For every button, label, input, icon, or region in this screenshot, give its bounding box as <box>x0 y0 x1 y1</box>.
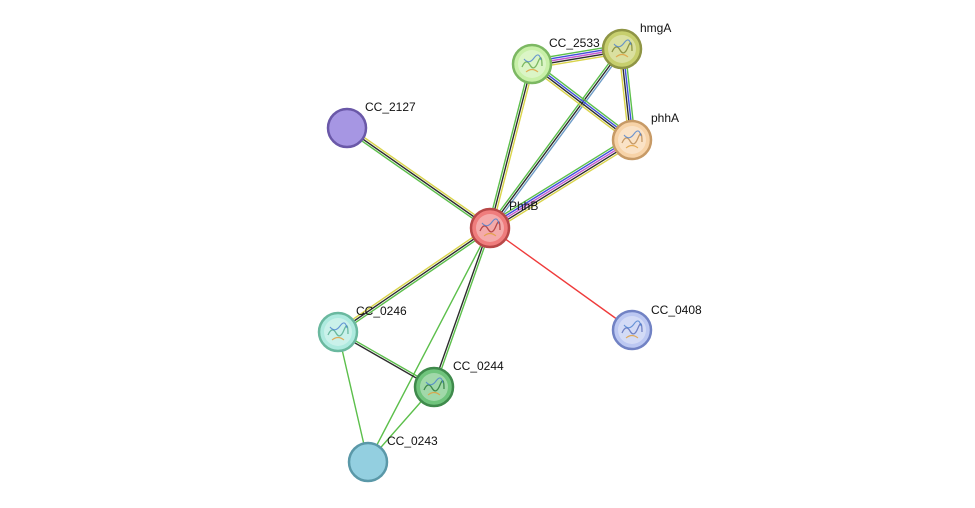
protein-structure-icon <box>611 39 633 58</box>
edge-strand <box>489 48 623 229</box>
node-circle <box>469 207 511 249</box>
edge-strand <box>489 63 533 229</box>
edge-strand <box>337 331 369 463</box>
edge-strand <box>490 49 625 230</box>
node-label-cc_0408: CC_0408 <box>651 303 702 317</box>
node-circle <box>347 441 389 483</box>
node-label-phha: phhA <box>651 111 679 125</box>
protein-structure-icon <box>327 322 349 341</box>
edge-PhhB-phhA[interactable] <box>487 135 635 233</box>
edge-strand <box>529 65 631 144</box>
edge-PhhB-CC_0243[interactable] <box>367 227 491 463</box>
edge-PhhB-CC_0244[interactable] <box>432 226 492 389</box>
structure-backdrop <box>324 318 352 346</box>
edge-strand <box>367 227 491 463</box>
edge-strand <box>347 125 492 227</box>
node-cc_0243[interactable] <box>347 441 389 483</box>
node-label-cc_0244: CC_0244 <box>453 359 504 373</box>
node-cc_2127[interactable] <box>326 107 368 149</box>
node-circle <box>317 311 359 353</box>
node-circle <box>601 28 643 70</box>
structure-backdrop <box>518 50 546 78</box>
edge-strand <box>531 62 634 140</box>
node-circle <box>326 107 368 149</box>
edge-strand <box>491 63 535 230</box>
node-circle <box>611 309 653 351</box>
node-circle <box>511 43 553 85</box>
nodes-layer <box>317 28 653 483</box>
structure-backdrop <box>618 126 646 154</box>
node-label-cc_2127: CC_2127 <box>365 100 416 114</box>
node-cc_0408[interactable] <box>611 309 653 351</box>
structure-backdrop <box>618 316 646 344</box>
protein-structure-icon <box>521 54 543 73</box>
node-cc_0244[interactable] <box>413 366 455 408</box>
edge-strand <box>530 64 633 142</box>
protein-structure-icon <box>479 218 501 237</box>
node-circle <box>413 366 455 408</box>
edge-strand <box>489 227 633 331</box>
edge-strand <box>432 226 490 388</box>
protein-structure-icon <box>621 130 643 149</box>
edge-strand <box>490 141 634 231</box>
edge-strand <box>489 139 633 229</box>
protein-structure-icon <box>621 320 643 339</box>
node-label-cc_0246: CC_0246 <box>356 304 407 318</box>
edge-strand <box>487 62 531 229</box>
node-label-hmga: hmgA <box>640 21 671 35</box>
node-label-cc_2533: CC_2533 <box>549 36 600 50</box>
edge-strand <box>487 47 622 228</box>
protein-structure-icon <box>423 377 445 396</box>
edge-strand <box>488 137 632 227</box>
node-label-cc_0243: CC_0243 <box>387 434 438 448</box>
structure-backdrop <box>608 35 636 63</box>
edge-strand <box>487 135 631 226</box>
structure-backdrop <box>420 373 448 401</box>
node-phhb[interactable] <box>469 207 511 249</box>
edge-strand <box>338 229 492 335</box>
node-label-phhb: PhhB <box>509 199 538 213</box>
edge-strand <box>345 129 490 231</box>
node-cc_2533[interactable] <box>511 43 553 85</box>
edge-PhhB-CC_2127[interactable] <box>345 125 492 231</box>
edge-strand <box>337 227 491 333</box>
edge-strand <box>346 127 491 229</box>
edge-strand <box>491 142 635 233</box>
edge-CC_0246-CC_0243[interactable] <box>337 331 369 463</box>
node-cc_0246[interactable] <box>317 311 359 353</box>
edge-PhhB-CC_0246[interactable] <box>336 225 492 335</box>
edge-PhhB-hmgA[interactable] <box>487 47 625 230</box>
node-hmga[interactable] <box>601 28 643 70</box>
labels-layer: PhhB CC_2533 hmgA phhA CC_2127CC_0246CC_0244… <box>356 21 702 448</box>
node-circle <box>611 119 653 161</box>
edge-CC_2533-phhA[interactable] <box>529 60 635 144</box>
edge-strand <box>434 227 492 389</box>
node-phha[interactable] <box>611 119 653 161</box>
structure-backdrop <box>476 214 504 242</box>
edge-strand <box>533 60 635 139</box>
edge-strand <box>336 225 490 331</box>
edge-PhhB-CC_0408[interactable] <box>489 227 633 331</box>
edge-PhhB-CC_2533[interactable] <box>487 62 535 230</box>
